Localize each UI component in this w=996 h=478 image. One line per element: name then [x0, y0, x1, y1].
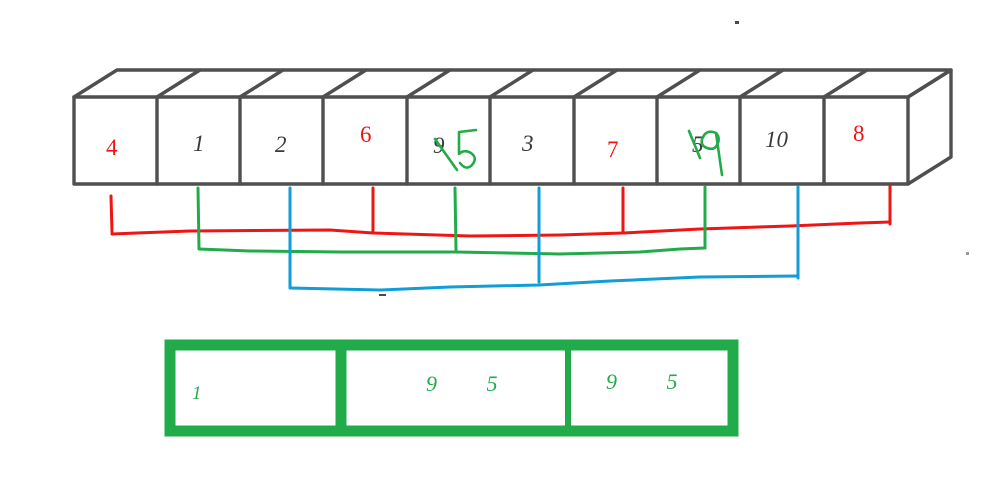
- array-cell-3-value: 2: [275, 132, 287, 157]
- array-top-divider-5: [488, 68, 535, 99]
- array-right-face: [906, 68, 953, 186]
- scan-speck-right: [966, 252, 969, 255]
- red-tick-cell-1: [109, 194, 114, 234]
- array-cell-10-value: 8: [853, 121, 865, 146]
- green-pointer-line: [196, 185, 707, 256]
- red-pointer-rail: [110, 220, 892, 238]
- array-cell-8-value: 5: [692, 132, 704, 157]
- array-cell-1-value: 4: [106, 135, 118, 160]
- array-cell-2-value: 1: [193, 131, 205, 156]
- array-top-divider-3: [321, 68, 368, 99]
- array-top-divider-9: [822, 68, 869, 99]
- scan-speck-center: [379, 294, 386, 296]
- cell-8-strikethrough: [687, 129, 702, 160]
- green-pointer-rail: [197, 246, 707, 256]
- result-cell-3-value: 9 5: [606, 369, 700, 394]
- array-cell-7-value: 7: [607, 137, 619, 162]
- result-array-border: [164, 339, 739, 437]
- array-3d-outline: [72, 68, 953, 186]
- cell-5-replacement-glyph: [457, 128, 478, 169]
- result-array-outline: [164, 339, 739, 437]
- result-cell-1-value: 1: [192, 383, 202, 404]
- green-tick-cell-5: [453, 186, 458, 252]
- red-pointer-line: [109, 184, 892, 238]
- array-top-divider-8: [738, 68, 785, 99]
- cell-5-strikethrough: [433, 137, 459, 172]
- scan-speck-top: [735, 21, 739, 24]
- cell-8-replacement-glyph: [700, 130, 724, 177]
- blue-pointer-line: [288, 185, 800, 292]
- array-top-divider-6: [572, 68, 619, 99]
- array-top-divider-7: [655, 68, 702, 99]
- blue-pointer-rail: [288, 274, 800, 292]
- result-cell-2-value: 9 5: [426, 371, 520, 396]
- array-cell-4-value: 6: [360, 122, 372, 147]
- array-top-divider-4: [405, 68, 452, 99]
- array-cell-9-value: 10: [765, 127, 788, 152]
- green-tick-cell-2: [196, 186, 201, 250]
- array-top-divider-2: [238, 68, 285, 99]
- array-cell-6-value: 3: [522, 131, 534, 156]
- array-top-divider-1: [155, 68, 202, 99]
